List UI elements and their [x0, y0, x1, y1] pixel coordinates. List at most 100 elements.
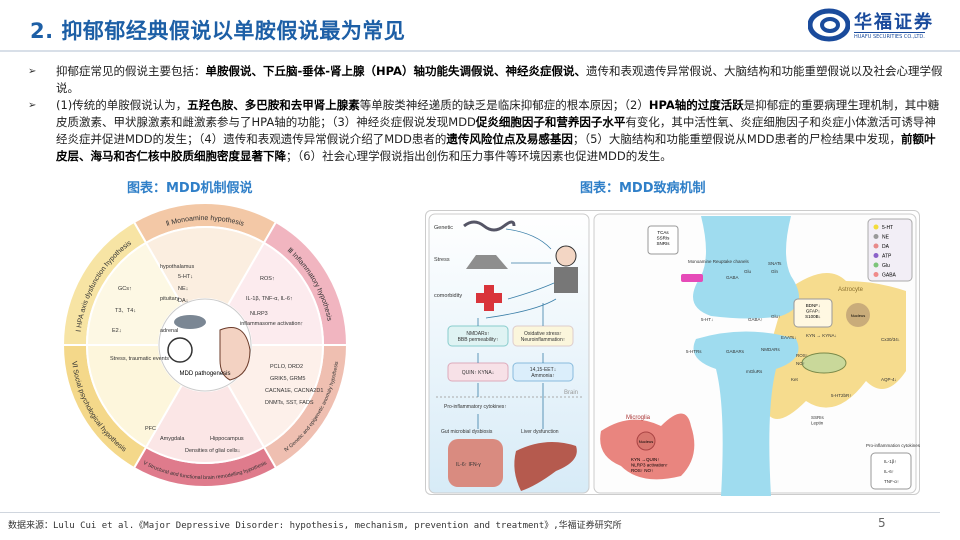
- astrocyte-label: AQP-4↓: [881, 377, 897, 382]
- box-quin: QUIN↑ KYNA↓: [462, 370, 495, 376]
- bullet-2: ➢ (1)传统的单胺假说认为，五羟色胺、多巴胺和去甲肾上腺素等单胺类神经递质的缺乏…: [28, 97, 943, 165]
- text-segment: 等单胺类神经递质的缺乏是临床抑郁症的根本原因；（2）: [359, 98, 649, 112]
- hpa-item: pituitary: [160, 296, 180, 302]
- box-nmdars: NMDARs↑BBB permeability↑: [458, 331, 499, 343]
- structural-item: Densities of glial cells↓: [185, 448, 241, 454]
- gut-cytokines: IL-6↑ IFN-γ: [456, 462, 481, 468]
- synapse-label: SNATs: [768, 261, 782, 266]
- postsynaptic-neuron: [693, 331, 799, 496]
- text-line: ROS↑ NO↑: [631, 468, 653, 473]
- astrocyte-label: 5-HT2bR↑: [831, 393, 852, 398]
- dna-icon: [463, 220, 516, 232]
- mechanism-illustration: Genetic Stress comorbidity NMDARs↑BBB pe…: [428, 213, 921, 496]
- legend-gaba-label: GABA: [882, 273, 897, 279]
- bold-segment: 促炎细胞因子和营养因子水平: [475, 115, 626, 129]
- structural-item: Hippocampus: [210, 436, 244, 442]
- microglia-text: KYN →QUIN↑NLRP3 activation↑ROS↑ NO↑: [631, 457, 668, 473]
- legend-ne-label: NE: [882, 235, 890, 241]
- astrocyte-label: ROS↑: [796, 353, 808, 358]
- header-divider: [0, 50, 960, 52]
- intestine-icon: [448, 439, 503, 487]
- text-line: Neuroinflammation↑: [521, 337, 565, 343]
- sad-face-icon: [219, 327, 251, 381]
- text-segment: 抑郁症常见的假说主要包括：: [56, 64, 206, 78]
- bullet-1: ➢ 抑郁症常见的假说主要包括：单胺假说、下丘脑-垂体-肾上腺（HPA）轴功能失调假…: [28, 63, 943, 97]
- text-segment: ；（5）大脑结构和功能重塑假说从MDD患者的尸检结果中发现，: [572, 132, 902, 146]
- text-line: NMDARs↑: [466, 331, 489, 337]
- arrow-bullet-icon: ➢: [28, 100, 37, 111]
- patient-icon: [555, 245, 577, 267]
- source-note: 数据来源：Lulu Cui et al.《Major Depressive Di…: [8, 521, 622, 531]
- synapse-label: mGluRs: [746, 369, 763, 374]
- caption-right: 图表：MDD致病机制: [580, 181, 706, 196]
- astrocyte-label: Astrocyte: [838, 287, 864, 293]
- microglia-nucleus-label: Nucleus: [639, 439, 653, 444]
- legend-ne-marker: [873, 234, 879, 239]
- logo-text-cn: 华福证券: [854, 12, 934, 33]
- legend-5-ht-label: 5-HT: [882, 225, 893, 231]
- text-segment: 是抑郁症的重要病理生理机制，其中糖皮质激素、甲状腺激素和雌激素参与了HPA轴的功…: [56, 98, 940, 129]
- patient-body: [554, 267, 578, 293]
- genetic-item: DNMTs, SST, FADS: [265, 400, 314, 406]
- page-title: 2. 抑郁郁经典假说以单胺假说最为常见: [30, 19, 406, 43]
- center-label: MDD pathogenesis: [179, 371, 230, 377]
- inflammatory-item: ROS↑: [260, 276, 275, 282]
- social-item: Stress, traumatic events: [110, 356, 169, 362]
- inflammatory-item: NLRP3: [250, 311, 268, 317]
- mdd-mechanism-figure: Genetic Stress comorbidity NMDARs↑BBB pe…: [425, 210, 921, 496]
- gut-label: Gut microbial dysbiosis: [441, 429, 493, 435]
- cytokine-legend-box: [870, 452, 912, 490]
- text-line: BDNF↓: [806, 303, 821, 308]
- company-logo: 华福证券 HUAFU SECURITIES CO.,LTD.: [807, 8, 958, 44]
- structural-item: PFC: [145, 426, 156, 432]
- inflammatory-item: IL-1β, TNF-α, IL-6↑: [246, 296, 293, 302]
- hpa-item: T3、T4↓: [115, 308, 136, 314]
- hpa-item: hypothalamus: [160, 264, 194, 270]
- bullet-text: (1)传统的单胺假说认为，五羟色胺、多巴胺和去甲肾上腺素等单胺类神经递质的缺乏是…: [56, 97, 943, 165]
- legend-da-label: DA: [882, 244, 890, 250]
- bold-segment: 前额叶皮层、海马和杏仁核中胶质细胞密度显著下降: [56, 132, 936, 163]
- text-line: Oxidative stress↑: [524, 331, 562, 337]
- arrow-bullet-icon: ➢: [28, 66, 37, 77]
- risk-genetic: Genetic: [434, 225, 453, 231]
- bullet-text: 抑郁症常见的假说主要包括：单胺假说、下丘脑-垂体-肾上腺（HPA）轴功能失调假说…: [56, 63, 943, 97]
- hpa-item: GCs↑: [118, 286, 132, 292]
- legend-gaba-marker: [873, 272, 879, 277]
- text-segment: 遗传和表观遗传异常假说、大脑结构和功能重塑假说以及社会心理学假说。: [56, 64, 943, 95]
- text-line: GFAP↓: [806, 308, 820, 313]
- cytokines-label: Pro-inflammatory cytokines↑: [444, 404, 507, 410]
- genetic-item: CACNA1E, CACNA2D1: [265, 388, 323, 394]
- structural-item: Amygdala: [160, 436, 185, 442]
- legend-da-marker: [873, 243, 879, 249]
- legend-atp-marker: [873, 253, 879, 258]
- synapse-label: GABARs: [726, 349, 745, 354]
- footer-divider: [0, 512, 940, 513]
- logo-text-en: HUAFU SECURITIES CO.,LTD.: [854, 32, 925, 40]
- bold-segment: 五羟色胺、多巴胺和去甲肾上腺素: [187, 98, 360, 112]
- bold-segment: HPA轴的过度活跃: [648, 98, 744, 112]
- tangled-thoughts-icon: [167, 337, 193, 363]
- synapse-label: 5-HTRs: [686, 349, 702, 354]
- rock-icon: [466, 255, 508, 269]
- risk-comorbidity: comorbidity: [434, 293, 462, 299]
- monoamine-item: 5-HT↓: [178, 274, 193, 280]
- legend-glu-marker: [873, 262, 879, 268]
- synapse-label: Glu↑: [771, 314, 780, 319]
- risk-stress: Stress: [434, 257, 450, 263]
- astrocyte-markers: BDNF↓GFAP↓S100B↓: [805, 303, 821, 319]
- hpa-item: E2↓: [112, 328, 122, 334]
- astrocyte-nucleus-label: Nucleus: [851, 313, 865, 318]
- synapse-label: NMDARs: [761, 347, 780, 352]
- text-line: SNRIs: [656, 241, 670, 246]
- presynaptic-neuron: [693, 216, 799, 319]
- synapse-label: Monoamine Reuptake chanels: [688, 259, 750, 264]
- genetic-item: PCLO, DRD2: [270, 364, 303, 370]
- astrocyte-label: Pro-inflammation cytokines: [866, 443, 921, 448]
- astrocyte-label: Cx30/34↓: [881, 337, 900, 342]
- synapse-label: GABA↑: [748, 317, 763, 322]
- text-segment: (1)传统的单胺假说认为，: [56, 98, 188, 112]
- synapse-label: Ket: [791, 377, 799, 382]
- pathway-panel: [428, 213, 590, 494]
- liver-label: Liver dysfunction: [521, 429, 559, 435]
